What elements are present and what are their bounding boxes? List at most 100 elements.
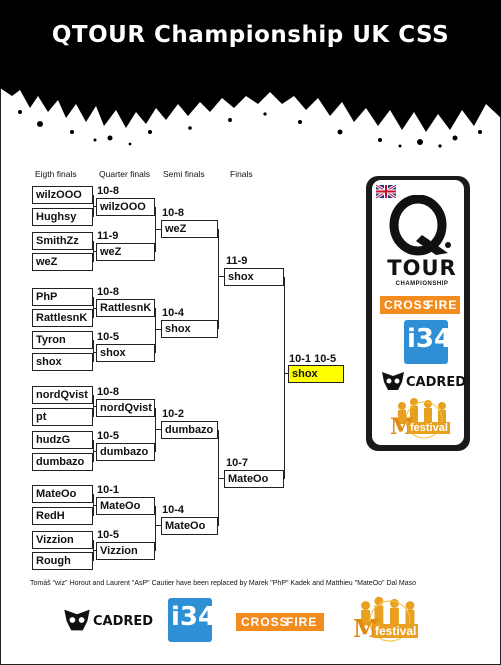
qf-player-6: dumbazo bbox=[96, 443, 155, 461]
sf-score-2: 10-4 bbox=[162, 307, 185, 319]
qf-score-1: 10-8 bbox=[97, 185, 120, 197]
crossfire-word-b: FIRE bbox=[426, 298, 458, 312]
r16-player-8: shox bbox=[32, 353, 93, 371]
qf-player-2: weZ bbox=[96, 243, 155, 261]
header-finals: Finals bbox=[230, 169, 253, 179]
qf-player-1: wilzOOO bbox=[96, 198, 155, 216]
mfestival-logo-bottom: M festival bbox=[350, 594, 430, 646]
connector bbox=[155, 506, 156, 551]
champion-box: shox bbox=[288, 365, 344, 383]
qf-score-7: 10-1 bbox=[97, 484, 120, 496]
festival-crowd-icon bbox=[398, 398, 446, 439]
connector bbox=[93, 451, 96, 452]
connector bbox=[155, 308, 156, 353]
r16-player-11: hudzG bbox=[32, 431, 93, 449]
connector bbox=[218, 229, 219, 329]
qtour-logo-text: TOUR bbox=[387, 256, 457, 280]
r16-player-14: RedH bbox=[32, 507, 93, 525]
r16-player-2: Hughsy bbox=[32, 208, 93, 226]
uk-flag-icon bbox=[376, 185, 396, 198]
qf-score-4: 10-5 bbox=[97, 331, 120, 343]
crossfire-word-a-bottom: CROSS bbox=[241, 615, 289, 629]
qtour-logo-sub: CHAMPIONSHIP bbox=[395, 281, 449, 287]
connector bbox=[93, 340, 94, 362]
mfestival-word-bottom: festival bbox=[373, 624, 419, 638]
final-score-2: 10-7 bbox=[226, 457, 249, 469]
header-quarter-finals: Quarter finals bbox=[99, 169, 151, 179]
r16-player-4: weZ bbox=[32, 253, 93, 271]
qf-player-7: MateOo bbox=[96, 497, 155, 515]
page-title: QTOUR Championship UK CSS bbox=[51, 22, 450, 48]
qf-score-2: 11-9 bbox=[97, 230, 119, 242]
connector bbox=[218, 478, 224, 479]
cadred-skull-icon-bottom bbox=[64, 609, 90, 631]
qf-score-3: 10-8 bbox=[97, 286, 120, 298]
connector bbox=[155, 229, 161, 230]
connector bbox=[284, 277, 285, 479]
i34-logo-bottom: i34 bbox=[168, 598, 216, 642]
final-score-1: 11-9 bbox=[226, 255, 248, 267]
replacement-note: Tomáš "wiz" Horout and Laurent "AsP" Cau… bbox=[30, 580, 417, 587]
qf-score-6: 10-5 bbox=[97, 430, 120, 442]
festival-crowd-icon-bottom bbox=[361, 596, 415, 642]
header-banner: QTOUR Championship UK CSS bbox=[0, 0, 501, 150]
r16-player-10: pt bbox=[32, 408, 93, 426]
r16-player-1: wilzOOO bbox=[32, 186, 93, 204]
sf-score-3: 10-2 bbox=[162, 408, 185, 420]
r16-player-9: nordQvist bbox=[32, 386, 93, 404]
qf-player-3: RattlesnK bbox=[96, 299, 155, 317]
connector bbox=[93, 505, 96, 506]
qf-score-5: 10-8 bbox=[97, 386, 120, 398]
r16-player-7: Tyron bbox=[32, 331, 93, 349]
sf-player-4: MateOo bbox=[161, 517, 218, 535]
r16-player-3: SmithZz bbox=[32, 232, 93, 250]
crossfire-word-b-bottom: FIRE bbox=[286, 615, 318, 629]
i34-logo-text-bottom: i34 bbox=[171, 602, 217, 632]
header-eighth-finals: Eigth finals bbox=[35, 169, 77, 179]
sf-score-1: 10-8 bbox=[162, 207, 185, 219]
cadred-logo-bottom: CADRED bbox=[93, 614, 154, 629]
connector bbox=[93, 406, 96, 407]
final-player-2: MateOo bbox=[224, 470, 284, 488]
r16-player-5: PhP bbox=[32, 288, 93, 306]
connector bbox=[155, 429, 161, 430]
mfestival-word: festival bbox=[408, 422, 450, 434]
r16-player-13: MateOo bbox=[32, 485, 93, 503]
sf-player-3: dumbazo bbox=[161, 421, 218, 439]
qtour-q-icon bbox=[389, 195, 451, 256]
sf-player-1: weZ bbox=[161, 220, 218, 238]
mfestival-logo-side: M festival bbox=[388, 396, 460, 442]
r16-player-15: Vizzion bbox=[32, 531, 93, 549]
r16-player-16: Rough bbox=[32, 552, 93, 570]
connector bbox=[93, 352, 96, 353]
sf-player-2: shox bbox=[161, 320, 218, 338]
qf-player-4: shox bbox=[96, 344, 155, 362]
connector bbox=[155, 329, 161, 330]
connector bbox=[93, 550, 96, 551]
sf-score-4: 10-4 bbox=[162, 504, 185, 516]
qf-score-8: 10-5 bbox=[97, 529, 120, 541]
i34-logo-text: i34 bbox=[407, 324, 453, 354]
r16-player-6: RattlesnK bbox=[32, 309, 93, 327]
r16-player-12: dumbazo bbox=[32, 453, 93, 471]
connector bbox=[155, 408, 156, 452]
connector bbox=[93, 297, 94, 318]
crossfire-logo-side: CROSS FIRE bbox=[380, 296, 460, 314]
cadred-skull-icon bbox=[382, 372, 404, 390]
connector bbox=[284, 373, 288, 374]
connector bbox=[93, 308, 96, 309]
header-semi-finals: Semi finals bbox=[163, 169, 205, 179]
connector bbox=[93, 251, 96, 252]
connector bbox=[218, 276, 224, 277]
qf-player-8: Vizzion bbox=[96, 542, 155, 560]
connector bbox=[93, 206, 96, 207]
qf-player-5: nordQvist bbox=[96, 399, 155, 417]
crossfire-logo-bottom: CROSS FIRE bbox=[236, 613, 324, 631]
crossfire-word-a: CROSS bbox=[384, 298, 432, 312]
connector bbox=[155, 525, 161, 526]
cadred-logo-side: CADRED bbox=[406, 375, 467, 390]
champion-score: 10-1 10-5 bbox=[289, 353, 337, 365]
splatter-banner bbox=[0, 0, 501, 148]
final-player-1: shox bbox=[224, 268, 284, 286]
i34-logo-side: i34 bbox=[404, 320, 452, 364]
